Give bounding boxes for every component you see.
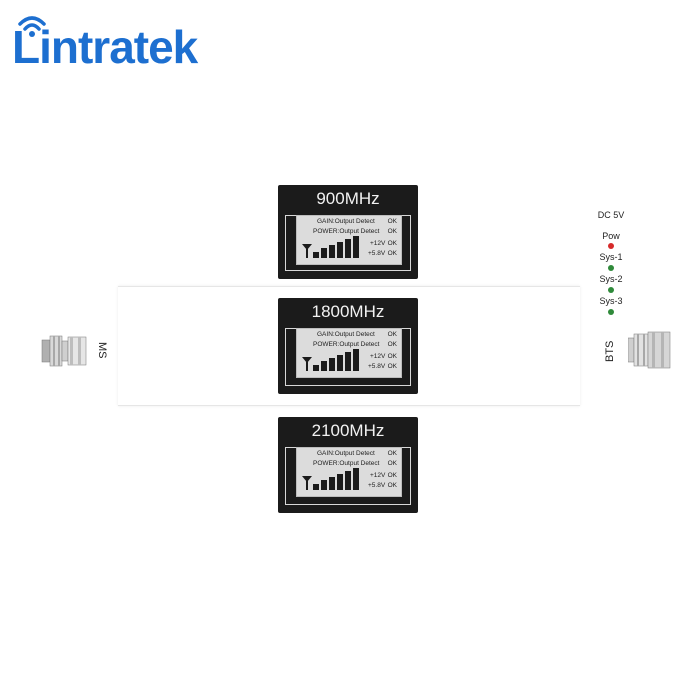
led-pow: [608, 243, 614, 249]
lcd-screen: GAIN:Output Detect OK POWER:Output Detec…: [296, 328, 402, 378]
band-title: 2100MHz: [311, 421, 385, 440]
signal-bar: [321, 361, 327, 371]
signal-bars: [313, 466, 368, 490]
power-status: OK: [387, 460, 397, 467]
gain-status: OK: [387, 450, 397, 457]
led-label-sys3: Sys-3: [599, 296, 623, 306]
wifi-icon: [18, 16, 46, 37]
panel-900mhz: 900MHz GAIN:Output Detect OK POWER:Outpu…: [278, 185, 418, 279]
panel-2100mhz: 2100MHz GAIN:Output Detect OK POWER:Outp…: [278, 417, 418, 513]
gain-label: GAIN:Output Detect: [317, 450, 375, 457]
signal-bar: [313, 252, 319, 258]
v12-status: OK: [387, 353, 397, 360]
led-sys2: [608, 287, 614, 293]
antenna-icon: [302, 244, 312, 258]
signal-bar: [345, 471, 351, 490]
gain-label: GAIN:Output Detect: [317, 331, 375, 338]
signal-bar: [353, 468, 359, 490]
led-label-pow: Pow: [602, 231, 620, 241]
signal-bar: [337, 474, 343, 490]
signal-bar: [329, 245, 335, 258]
signal-bar: [337, 242, 343, 258]
led-label-sys2: Sys-2: [599, 274, 623, 284]
signal-bar: [353, 349, 359, 371]
v12-label: +12V: [370, 240, 386, 247]
band-title: 1800MHz: [311, 302, 385, 321]
lcd-screen: GAIN:Output Detect OK POWER:Output Detec…: [296, 215, 402, 265]
signal-bar: [353, 236, 359, 258]
v58-status: OK: [387, 363, 397, 370]
antenna-icon: [302, 357, 312, 371]
lcd-screen: GAIN:Output Detect OK POWER:Output Detec…: [296, 447, 402, 497]
signal-bars: [313, 347, 368, 371]
power-label: POWER:Output Detect: [313, 228, 380, 235]
v58-status: OK: [387, 482, 397, 489]
gain-status: OK: [387, 331, 397, 338]
band-title: 900MHz: [316, 189, 380, 208]
power-label: POWER:Output Detect: [313, 460, 380, 467]
signal-bar: [337, 355, 343, 371]
v58-label: +5.8V: [368, 250, 386, 257]
ms-connector-icon: [41, 335, 87, 367]
signal-bar: [321, 480, 327, 490]
signal-bar: [313, 484, 319, 490]
signal-bar: [321, 248, 327, 258]
v58-status: OK: [387, 250, 397, 257]
lintratek-logo: Lintratek: [12, 10, 232, 74]
bts-port-label: BTS: [604, 340, 616, 362]
signal-bar: [345, 239, 351, 258]
signal-bar: [345, 352, 351, 371]
signal-bar: [329, 477, 335, 490]
signal-bar: [313, 365, 319, 371]
v58-label: +5.8V: [368, 363, 386, 370]
logo-text: Lintratek: [12, 21, 198, 73]
ms-port-label: MS: [96, 342, 108, 359]
led-label-sys1: Sys-1: [599, 252, 623, 262]
power-label: POWER:Output Detect: [313, 341, 380, 348]
signal-bar: [329, 358, 335, 371]
panel-1800mhz: 1800MHz GAIN:Output Detect OK POWER:Outp…: [278, 298, 418, 394]
power-status: OK: [387, 341, 397, 348]
gain-label: GAIN:Output Detect: [317, 218, 375, 225]
antenna-icon: [302, 476, 312, 490]
power-status: OK: [387, 228, 397, 235]
gain-status: OK: [387, 218, 397, 225]
v58-label: +5.8V: [368, 482, 386, 489]
dc-5v-label: DC 5V: [597, 210, 625, 220]
led-sys1: [608, 265, 614, 271]
signal-bars: [313, 234, 368, 258]
v12-status: OK: [387, 472, 397, 479]
bts-connector-icon: [628, 331, 671, 369]
led-sys3: [608, 309, 614, 315]
v12-label: +12V: [370, 472, 386, 479]
v12-label: +12V: [370, 353, 386, 360]
v12-status: OK: [387, 240, 397, 247]
